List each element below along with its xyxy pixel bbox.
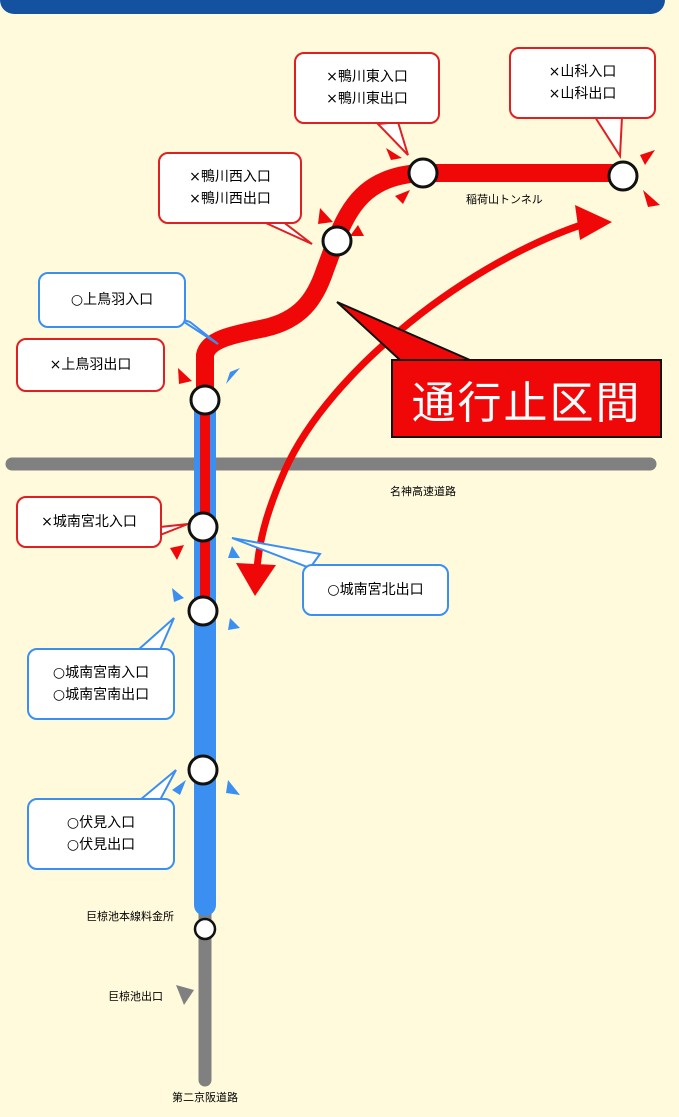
ic-kamogawa-nishi [321, 225, 353, 257]
detour-arrow [252, 218, 592, 581]
callout-kamotoba-out: ×上鳥羽出口 [16, 338, 165, 392]
detour-arrow-head-top [575, 205, 612, 240]
callout-jonangu-kita-out: ○城南宮北出口 [302, 564, 449, 616]
callout-line: ×鴨川西出口 [189, 191, 271, 207]
closed-route-line [196, 164, 632, 409]
callout-fushimi: ○伏見入口 ○伏見出口 [27, 798, 175, 870]
callout-line: ×上鳥羽出口 [49, 357, 132, 373]
callout-line: ○上鳥羽入口 [70, 292, 154, 308]
callout-line: ×鴨川西入口 [189, 169, 271, 185]
callout-kamotoba-in: ○上鳥羽入口 [38, 272, 186, 328]
callout-yamashina: ×山科入口 ×山科出口 [509, 47, 656, 119]
callout-jonangu-kita-in: ×城南宮北入口 [16, 496, 162, 548]
daini-keihan-label: 第二京阪道路 [172, 1091, 238, 1104]
meishin-label: 名神高速道路 [390, 485, 456, 498]
callout-kamogawa-higashi: ×鴨川東入口 ×鴨川東出口 [294, 52, 440, 124]
ic-jonangu-minami [187, 595, 219, 627]
ic-oguraike-toll [193, 917, 217, 941]
callout-line: ○城南宮南入口 [52, 665, 150, 681]
callout-line: ○城南宮南出口 [52, 687, 150, 703]
callout-line: ×山科出口 [548, 86, 617, 102]
closed-section-banner: 通行止区間 [391, 359, 662, 438]
callout-line: ○城南宮北出口 [327, 582, 424, 598]
callout-line: ×城南宮北入口 [41, 514, 137, 530]
callout-jonangu-minami: ○城南宮南入口 ○城南宮南出口 [27, 648, 175, 720]
ic-fushimi [187, 754, 219, 786]
oguraike-tollgate-label: 巨椋池本線料金所 [86, 910, 174, 923]
callout-kamogawa-nishi: ×鴨川西入口 ×鴨川西出口 [158, 152, 302, 224]
closed-banner-pointer [336, 301, 471, 361]
ic-kamotoba [189, 384, 221, 416]
ic-yamashina [607, 160, 639, 192]
ic-jonangu-kita [187, 511, 219, 543]
detour-arrow-head-bottom [236, 563, 276, 596]
callout-line: ×山科入口 [548, 64, 617, 80]
inariyama-tunnel-label: 稲荷山トンネル [466, 193, 543, 206]
callout-line: ○伏見入口 [66, 815, 136, 831]
oguraike-exit-label: 巨椋池出口 [108, 990, 163, 1003]
ic-kamogawa-higashi [407, 157, 439, 189]
callout-line: ×鴨川東出口 [326, 91, 408, 107]
header-bar [0, 0, 665, 14]
callout-line: ○伏見出口 [66, 837, 136, 853]
oguraike-exit-arrow [176, 985, 194, 1005]
callout-line: ×鴨川東入口 [326, 69, 408, 85]
